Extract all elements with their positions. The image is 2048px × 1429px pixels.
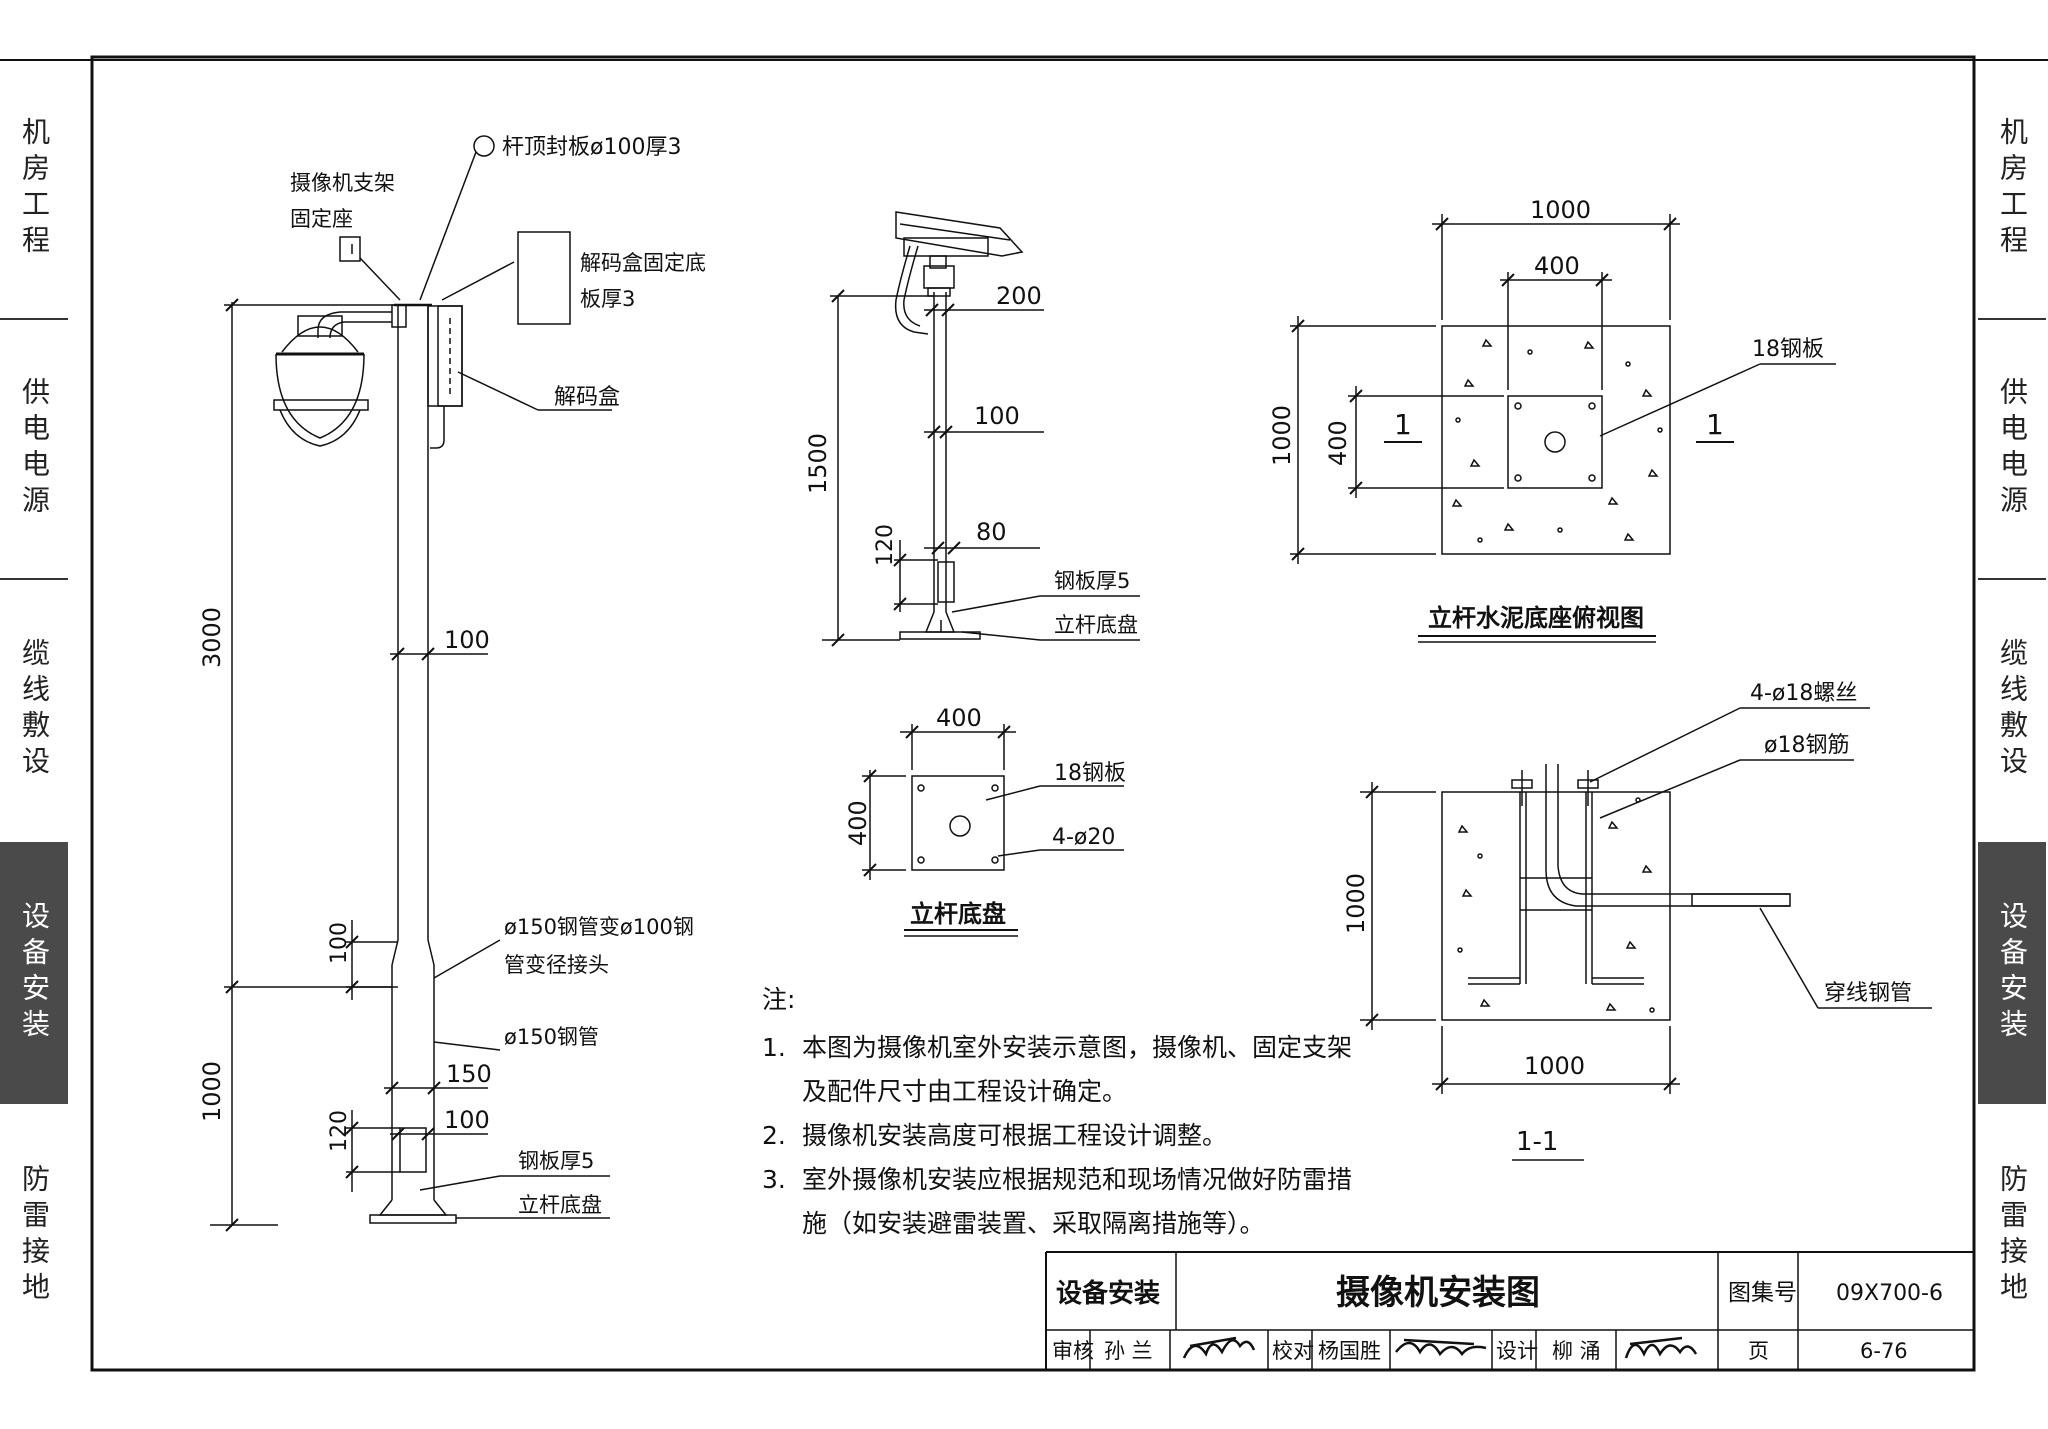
label-steel-plate: 钢板厚5	[518, 1149, 594, 1173]
small-dim-120: 120	[873, 524, 898, 566]
dim-150: 150	[446, 1060, 492, 1088]
small-label-steel-plate: 钢板厚5	[1054, 569, 1130, 593]
section-dim-bottom-1000: 1000	[1524, 1052, 1585, 1080]
label-bracket-seat-1: 摄像机支架	[290, 171, 395, 195]
note-item-3-cont: 施（如安装避雷装置、采取隔离措施等）。	[762, 1202, 1362, 1246]
label-reducer-2: 管变径接头	[504, 953, 609, 977]
tb-checker: 杨国胜	[1318, 1339, 1381, 1363]
baseplate-dim-w: 400	[936, 704, 982, 732]
baseplate-label-holes: 4-ø20	[1052, 825, 1115, 850]
note-item-1: 1. 本图为摄像机室外安装示意图，摄像机、固定支架	[762, 1026, 1362, 1070]
section-label-conduit: 穿线钢管	[1824, 981, 1912, 1006]
section-label-rebar: ø18钢筋	[1764, 733, 1849, 758]
pole-drawing	[210, 135, 612, 1232]
tb-review-label: 审核	[1052, 1339, 1094, 1363]
tb-reviewer: 孙 兰	[1104, 1339, 1153, 1363]
dim-1000-pole: 1000	[198, 1061, 226, 1122]
plan-dim-top-400: 400	[1534, 252, 1580, 280]
dim-100-reducer: 100	[327, 922, 352, 964]
baseplate-label-plate: 18钢板	[1054, 761, 1126, 786]
plan-section-right: 1	[1706, 408, 1724, 441]
note-item-2: 2. 摄像机安装高度可根据工程设计调整。	[762, 1114, 1362, 1158]
right-tab-5[interactable]: 防雷接地	[1996, 1164, 2029, 1308]
plan-label-plate: 18钢板	[1752, 337, 1824, 362]
label-bracket-seat-2: 固定座	[290, 207, 353, 231]
left-tab-3[interactable]: 缆线敷设	[18, 638, 51, 782]
note-text: 摄像机安装高度可根据工程设计调整。	[802, 1121, 1228, 1150]
right-tab-2[interactable]: 供电电源	[1978, 320, 2046, 580]
tb-page-label: 页	[1748, 1339, 1769, 1363]
tb-page-no: 6-76	[1860, 1339, 1908, 1363]
notes-block: 注: 1. 本图为摄像机室外安装示意图，摄像机、固定支架 及配件尺寸由工程设计确…	[762, 978, 1362, 1246]
plan-title: 立杆水泥底座俯视图	[1428, 604, 1644, 632]
section-title: 1-1	[1516, 1127, 1558, 1157]
tb-atlas-no: 09X700-6	[1836, 1281, 1943, 1306]
tb-atlas-label: 图集号	[1728, 1280, 1797, 1306]
section-dim-left-1000: 1000	[1342, 873, 1370, 934]
notes-heading: 注:	[762, 985, 796, 1014]
label-decoder-plate-2: 板厚3	[580, 287, 635, 311]
drawing-border	[90, 55, 1976, 1372]
baseplate-dim-h: 400	[844, 800, 872, 846]
plan-section-left: 1	[1394, 408, 1412, 441]
tb-design-label: 设计	[1496, 1339, 1538, 1363]
label-pipe-150: ø150钢管	[504, 1025, 599, 1049]
label-top-cap: 杆顶封板ø100厚3	[502, 135, 681, 160]
section-label-bolts: 4-ø18螺丝	[1750, 681, 1857, 706]
section-view	[1360, 707, 1932, 1161]
designer-signature	[1624, 1336, 1698, 1359]
small-dim-100: 100	[974, 402, 1020, 430]
plan-view	[1290, 214, 1836, 643]
note-item-3: 3. 室外摄像机安装应根据规范和现场情况做好防雷措	[762, 1158, 1362, 1202]
note-item-1-cont: 及配件尺寸由工程设计确定。	[762, 1070, 1362, 1114]
label-decoder-box: 解码盒	[554, 385, 620, 410]
tb-title: 摄像机安装图	[1336, 1273, 1540, 1313]
note-text: 室外摄像机安装应根据规范和现场情况做好防雷措	[802, 1165, 1353, 1194]
small-dim-1500: 1500	[804, 433, 832, 494]
dim-100-upper: 100	[444, 626, 490, 654]
label-base-plate: 立杆底盘	[518, 1193, 602, 1217]
base-plate-view	[862, 724, 1124, 937]
left-tab-2[interactable]: 供电电源	[0, 320, 68, 580]
dim-100-lower: 100	[444, 1106, 490, 1134]
right-tab-1[interactable]: 机房工程	[1978, 60, 2046, 320]
plan-dim-left-1000: 1000	[1268, 405, 1296, 466]
baseplate-title: 立杆底盘	[910, 900, 1006, 928]
small-dim-80: 80	[976, 518, 1007, 546]
tb-designer: 柳 涌	[1552, 1339, 1601, 1363]
right-tab-4-active[interactable]: 设备安装	[1978, 842, 2046, 1104]
note-num: 1.	[762, 1033, 786, 1062]
dim-120-pole: 120	[327, 1110, 352, 1152]
reviewer-signature	[1182, 1336, 1256, 1359]
tb-category: 设备安装	[1056, 1279, 1160, 1309]
right-tab-3[interactable]: 缆线敷设	[1996, 638, 2029, 782]
label-decoder-plate-1: 解码盒固定底	[580, 251, 706, 275]
small-dim-200: 200	[996, 282, 1042, 310]
note-num: 3.	[762, 1165, 786, 1194]
note-num: 2.	[762, 1121, 786, 1150]
label-reducer-1: ø150钢管变ø100钢	[504, 915, 694, 939]
title-block-lines	[1045, 1251, 1974, 1370]
left-tab-5[interactable]: 防雷接地	[18, 1164, 51, 1308]
small-pole-drawing	[822, 211, 1140, 647]
note-text: 本图为摄像机室外安装示意图，摄像机、固定支架	[802, 1033, 1353, 1062]
plan-dim-left-400: 400	[1324, 420, 1352, 466]
plan-dim-top-1000: 1000	[1530, 196, 1591, 224]
left-tab-4-active[interactable]: 设备安装	[0, 842, 68, 1104]
left-tab-1[interactable]: 机房工程	[0, 60, 68, 320]
note-text: 施（如安装避雷装置、采取隔离措施等）。	[802, 1209, 1265, 1238]
tb-check-label: 校对	[1272, 1339, 1314, 1363]
note-text: 及配件尺寸由工程设计确定。	[802, 1077, 1128, 1106]
small-label-base-plate: 立杆底盘	[1054, 613, 1138, 637]
dim-3000: 3000	[198, 607, 226, 668]
checker-signature	[1395, 1338, 1487, 1357]
